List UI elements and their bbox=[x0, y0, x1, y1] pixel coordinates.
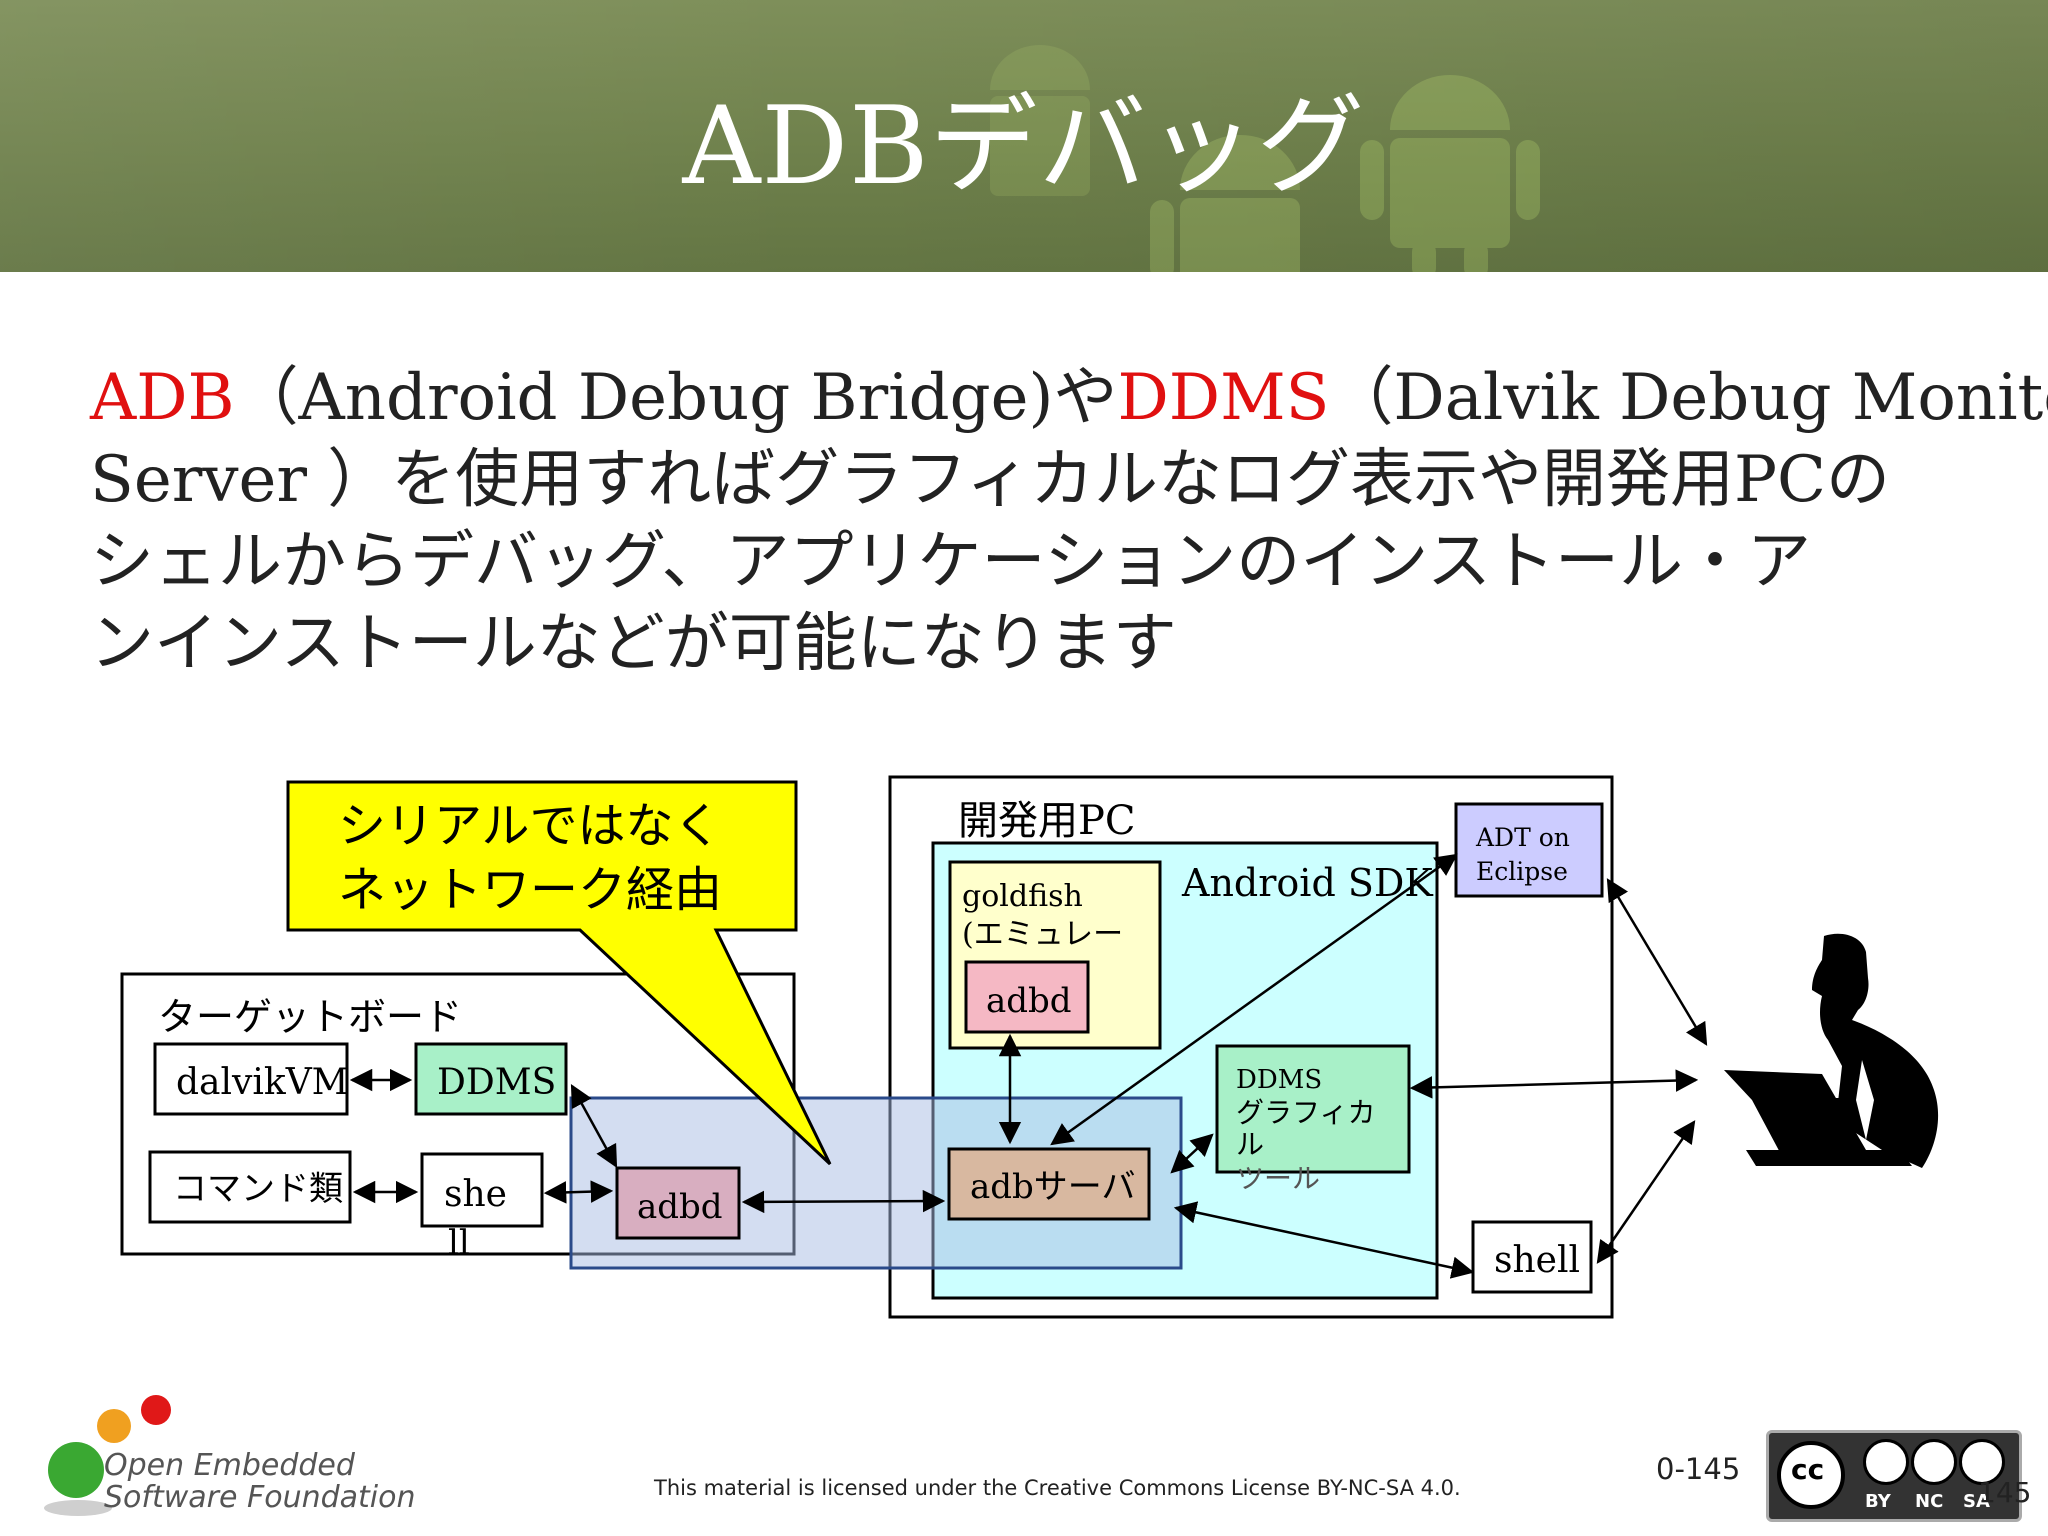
banner-shade bbox=[0, 0, 2048, 272]
oesf-logo-line1: Open Embedded bbox=[104, 1448, 355, 1483]
callout-line-1: シリアルではなく bbox=[338, 798, 722, 854]
adb-server-label: adbサーバ bbox=[970, 1167, 1135, 1207]
target-shell-overflow: ll bbox=[448, 1223, 470, 1263]
license-text: This material is licensed under the Crea… bbox=[654, 1476, 1461, 1500]
body-paragraph: ADB（Android Debug Bridge)やDDMS（Dalvik De… bbox=[90, 357, 2048, 685]
cc-term-nc: NC bbox=[1915, 1491, 1944, 1512]
target-adbd-label: adbd bbox=[637, 1187, 723, 1227]
android-robot-icon bbox=[1360, 75, 1540, 272]
body-line-4: ンインストールなどが可能になります bbox=[90, 607, 1177, 681]
android-robot-icon bbox=[1150, 135, 1300, 272]
arrow-adbserver-shell bbox=[1173, 1201, 1475, 1279]
commands-label: コマンド類 bbox=[173, 1169, 343, 1209]
arrow-shell-adbd bbox=[543, 1180, 614, 1204]
ddms-gui-label-2: グラフィカ bbox=[1236, 1096, 1375, 1129]
adt-eclipse-box bbox=[1454, 802, 1604, 898]
pc-shell-box bbox=[1471, 1220, 1593, 1294]
arrow-ddmsgui-user bbox=[1409, 1069, 1699, 1099]
page-number: 0-145 bbox=[1656, 1452, 1741, 1486]
arrow-adbd-adbserver bbox=[741, 1189, 946, 1214]
ddms-term: DDMS bbox=[1117, 361, 1330, 435]
adt-label-1: ADT on bbox=[1475, 823, 1570, 852]
target-ddms-box bbox=[414, 1042, 568, 1116]
sa-icon bbox=[1959, 1439, 2005, 1485]
adb-term: ADB bbox=[90, 361, 235, 435]
adb-expansion: （Android Debug Bridge)や bbox=[234, 361, 1118, 435]
body-line-1: ADB（Android Debug Bridge)やDDMS（Dalvik De… bbox=[90, 357, 2048, 439]
dalvikvm-label: dalvikVM bbox=[176, 1062, 349, 1103]
commands-box bbox=[148, 1150, 352, 1224]
cc-circle-icon bbox=[1777, 1441, 1845, 1509]
pc-shell-label: shell bbox=[1494, 1240, 1580, 1281]
callout-line-2: ネットワーク経由 bbox=[338, 862, 722, 918]
ddms-expansion: （Dalvik Debug Monitor bbox=[1329, 361, 2048, 435]
oesf-logo-icon bbox=[44, 1395, 171, 1516]
by-icon bbox=[1863, 1439, 1909, 1485]
oesf-logo-line2: Software Foundation bbox=[104, 1480, 416, 1515]
page-number-overlap: 145 bbox=[1978, 1476, 2032, 1509]
emulator-adbd-label: adbd bbox=[986, 981, 1072, 1021]
callout-bubble bbox=[286, 780, 832, 1166]
cc-license-icon: cc BY NC SA bbox=[1766, 1430, 2022, 1522]
target-adbd-box bbox=[615, 1166, 741, 1240]
ddms-gui-label-1: DDMS bbox=[1236, 1065, 1322, 1095]
ddms-gui-label-4: ツール bbox=[1236, 1162, 1320, 1195]
cc-term-sa: SA bbox=[1963, 1491, 1990, 1512]
arrow-shell-user bbox=[1596, 1120, 1696, 1264]
body-line-3: シェルからデバッグ、アプリケーションのインストール・ア bbox=[90, 525, 1811, 599]
adb-server-box bbox=[947, 1147, 1151, 1221]
arrow-adbserver-ddmsgui bbox=[1170, 1133, 1214, 1174]
dalvikvm-box bbox=[153, 1042, 349, 1116]
dev-pc-label: 開発用PC bbox=[958, 798, 1136, 844]
nc-icon bbox=[1911, 1439, 1957, 1485]
slide-title: ADBデバッグ bbox=[682, 84, 1366, 209]
arrow-adbserver-adt bbox=[1050, 853, 1458, 1146]
cc-mark: cc bbox=[1791, 1453, 1825, 1486]
connector-arrows bbox=[349, 853, 1708, 1279]
adt-label-2: Eclipse bbox=[1476, 857, 1568, 886]
body-line-2: Server ）を使用すればグラフィカルなログ表示や開発用PCの bbox=[90, 443, 1891, 517]
arrow-adt-user bbox=[1606, 878, 1708, 1046]
arrow-ddms-adbd bbox=[570, 1084, 618, 1168]
target-shell-box bbox=[420, 1152, 544, 1228]
target-shell-label: she bbox=[444, 1174, 507, 1215]
goldfish-label-1: goldfish bbox=[962, 879, 1083, 914]
android-robot-icon bbox=[990, 45, 1090, 196]
person-at-computer-icon bbox=[1724, 933, 1939, 1168]
goldfish-label-2: (エミュレー bbox=[962, 917, 1123, 952]
ddms-gui-label-3: ル bbox=[1236, 1128, 1264, 1161]
title-banner: ADBデバッグ bbox=[0, 0, 2048, 272]
cc-term-by: BY bbox=[1865, 1491, 1891, 1512]
target-board-label: ターゲットボード bbox=[158, 995, 462, 1039]
target-ddms-label: DDMS bbox=[437, 1062, 556, 1103]
